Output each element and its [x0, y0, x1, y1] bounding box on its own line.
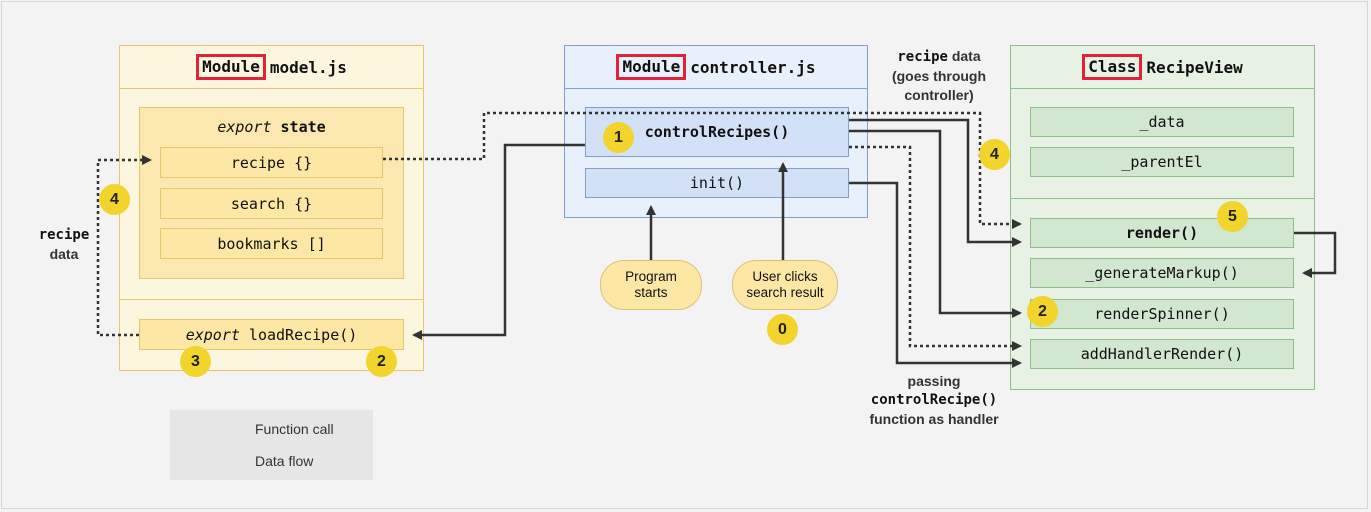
flow-control-to-handler [849, 145, 1022, 351]
call-control-to-render [849, 118, 1022, 247]
flow-recipe-to-render [383, 111, 1022, 229]
call-init-to-handler [849, 181, 1022, 368]
controller-title: controller.js [690, 57, 816, 77]
badge-event-zero: 0 [767, 314, 798, 345]
export-state-label: export state [217, 118, 326, 136]
view-title: RecipeView [1146, 57, 1243, 77]
flow-load-to-recipe [96, 155, 152, 337]
badge-view-data: 4 [979, 139, 1010, 170]
note-passing-handler: passing controlRecipe() function as hand… [869, 373, 999, 427]
controller-header: Module controller.js [565, 46, 867, 89]
badge-view-spinner: 2 [1027, 296, 1058, 327]
badge-model-state: 4 [99, 184, 130, 215]
call-render-to-markup [1294, 231, 1337, 278]
method-render: render() [1030, 218, 1294, 248]
view-separator [1011, 198, 1314, 199]
module-tag: Module [616, 54, 687, 80]
class-tag: Class [1082, 54, 1143, 80]
recipe-view-panel: Class RecipeView [1010, 45, 1315, 390]
field-parent-el: _parentEl [1030, 147, 1294, 177]
state-recipe: recipe {} [160, 147, 383, 178]
note-recipe-data-left: recipe data [38, 227, 90, 262]
program-starts-event: Program starts [600, 260, 702, 310]
module-tag: Module [196, 54, 266, 80]
badge-load-left: 3 [180, 346, 211, 377]
note-recipe-data-through-controller: recipe data (goes through controller) [891, 48, 987, 103]
user-clicks-event: User clicks search result [732, 260, 838, 310]
call-control-to-load [412, 143, 585, 340]
method-render-spinner: renderSpinner() [1030, 299, 1294, 329]
init-function: init() [585, 168, 849, 198]
legend-function-call-label: Function call [255, 421, 334, 437]
field-data: _data [1030, 107, 1294, 137]
model-separator [120, 299, 423, 300]
legend-data-flow-label: Data flow [255, 453, 314, 469]
method-generate-markup: _generateMarkup() [1030, 258, 1294, 288]
call-control-to-spinner [849, 129, 1022, 318]
load-recipe-function: export loadRecipe() [139, 319, 404, 350]
state-bookmarks: bookmarks [] [160, 228, 383, 259]
legend: Function call Data flow [170, 410, 373, 480]
badge-load-right: 2 [366, 346, 397, 377]
method-add-handler-render: addHandlerRender() [1030, 339, 1294, 369]
view-header: Class RecipeView [1011, 46, 1314, 89]
model-title: model.js [269, 57, 347, 77]
badge-view-render: 5 [1217, 201, 1248, 232]
badge-control-recipes: 1 [603, 122, 634, 153]
state-search: search {} [160, 188, 383, 219]
model-header: Module model.js [120, 46, 423, 89]
